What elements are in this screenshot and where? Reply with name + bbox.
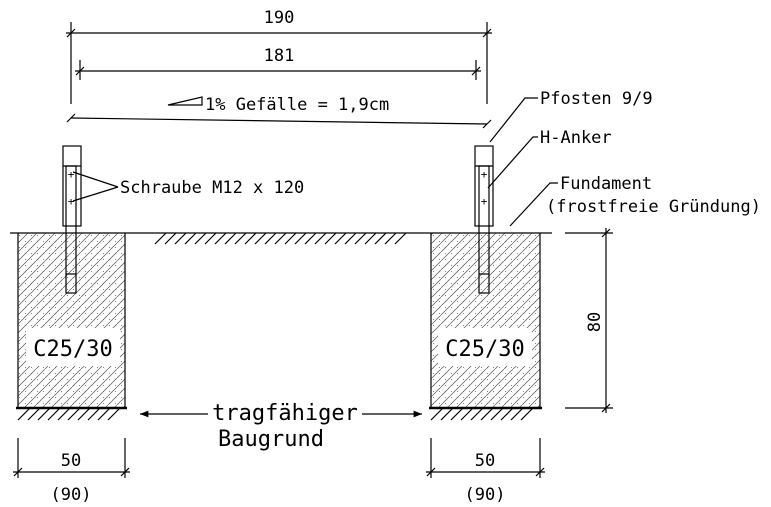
slope-label: 1% Gefälle = 1,9cm <box>205 95 389 115</box>
left-width-label: 50 <box>61 451 81 471</box>
foundation-label-line2: (frostfreie Gründung) <box>546 197 761 217</box>
post-label: Pfosten 9/9 <box>540 89 653 109</box>
dimension-181: 181 <box>75 46 481 80</box>
screw-mark-icon: + <box>481 168 488 181</box>
dimension-190: 190 <box>66 8 492 104</box>
foundation-left: C25/30 <box>16 233 127 410</box>
concrete-grade-left: C25/30 <box>33 337 112 362</box>
dimension-80: 80 <box>565 228 613 413</box>
dimension-left-width: 50 (90) <box>13 438 130 505</box>
foundation-callout: Fundament (frostfreie Gründung) <box>509 174 761 227</box>
bearing-ground-line2: Baugrund <box>218 427 324 452</box>
post-callout: Pfosten 9/9 <box>489 89 653 143</box>
foundation-label-line1: Fundament <box>560 174 652 194</box>
h-anchor-right <box>478 165 490 294</box>
anchor-label: H-Anker <box>540 128 612 148</box>
bearing-ground-callout: tragfähiger Baugrund <box>139 401 422 452</box>
bearing-soil-hatch <box>17 407 534 421</box>
concrete-grade-right: C25/30 <box>445 337 524 362</box>
clear-width-label: 181 <box>264 46 295 66</box>
screw-mark-icon: + <box>68 168 75 181</box>
dimension-right-width: 50 (90) <box>426 438 545 505</box>
right-width-alt-label: (90) <box>465 485 506 505</box>
depth-label: 80 <box>585 312 605 332</box>
slope-triangle-icon <box>167 96 203 106</box>
right-width-label: 50 <box>475 451 495 471</box>
post-left: + + <box>62 145 82 294</box>
screw-mark-icon: + <box>68 195 75 208</box>
foundation-right: C25/30 <box>429 233 542 410</box>
bearing-ground-line1: tragfähiger <box>212 401 358 426</box>
post-right: + + <box>474 145 494 294</box>
ground-surface <box>10 232 552 245</box>
left-width-alt-label: (90) <box>51 485 92 505</box>
screw-callout: Schraube M12 x 120 <box>72 171 304 202</box>
screw-label: Schraube M12 x 120 <box>120 178 304 198</box>
overall-width-label: 190 <box>264 8 295 28</box>
h-anchor-left <box>65 165 77 294</box>
screw-mark-icon: + <box>481 195 488 208</box>
slope-dimension: 1% Gefälle = 1,9cm <box>66 95 492 129</box>
anchor-callout: H-Anker <box>487 128 612 189</box>
